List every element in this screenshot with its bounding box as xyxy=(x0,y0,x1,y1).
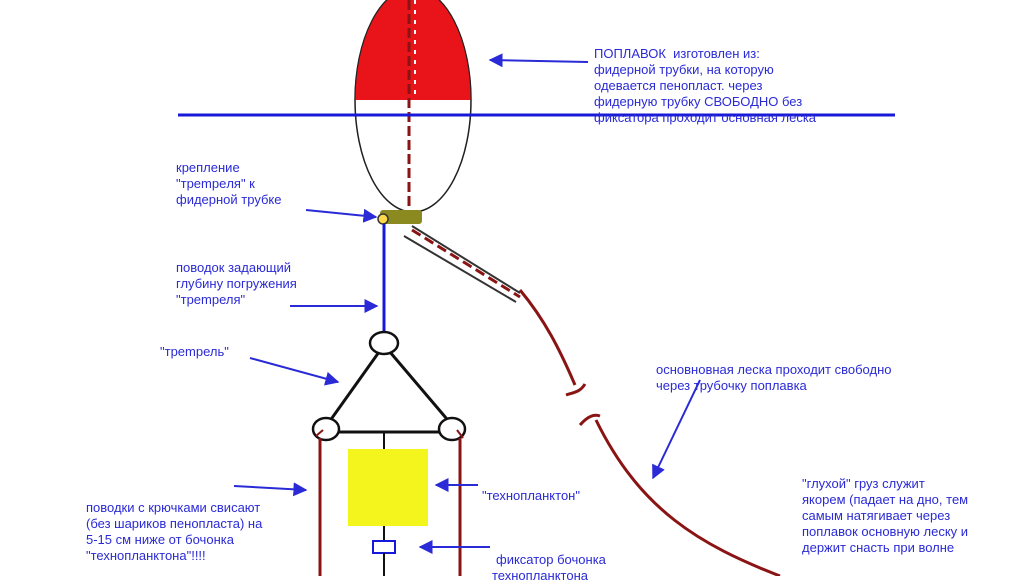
arrow-trempel xyxy=(249,357,340,386)
label-stopper: фиксатор бочонка xyxy=(496,552,606,567)
label-technoplankton: "технопланктон" xyxy=(482,488,580,503)
label-weight: "глухой" груз служит якорем (падает на д… xyxy=(802,476,969,555)
arrow-hooks xyxy=(233,482,308,497)
label-stopper-cut: технопланктона xyxy=(492,568,588,583)
label-float: ПОПЛАВОК изготовлен из: фидерной трубки,… xyxy=(594,46,817,125)
mount-block xyxy=(380,210,422,224)
label-mainline: основновная леска проходит свободно чере… xyxy=(656,362,892,393)
exit-tube xyxy=(403,225,521,303)
stopper xyxy=(372,540,396,554)
float-red-top xyxy=(355,0,471,100)
arrow-mount xyxy=(305,208,378,223)
technoplankton-block xyxy=(348,449,428,526)
float xyxy=(354,0,472,222)
label-hooks: поводки с крючками свисают (без шариков … xyxy=(86,500,263,563)
main-line xyxy=(518,289,577,386)
label-trempel: "трempель" xyxy=(160,344,229,359)
label-leader: поводок задающий глубину погружения "трe… xyxy=(176,260,297,307)
label-mount: крепление "трempeля" к фидерной трубке xyxy=(176,160,282,207)
trempel-frame xyxy=(311,330,467,450)
arrow-mainline xyxy=(652,379,701,480)
arrow-float xyxy=(488,53,589,68)
mount-ring xyxy=(377,213,389,225)
